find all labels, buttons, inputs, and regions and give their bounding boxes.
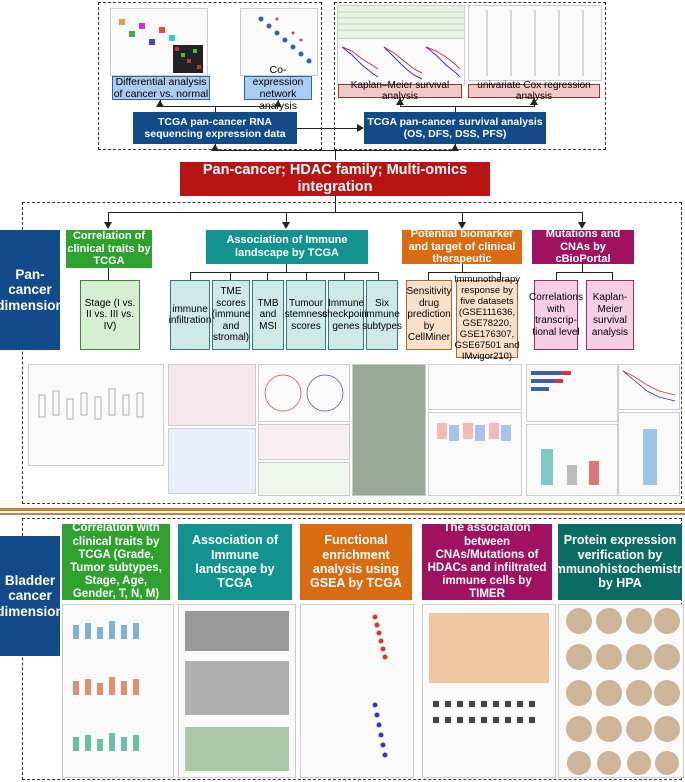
checkpoint-heatmap-thumbnail <box>352 364 426 496</box>
pancancer-side-label: Pan-cancer dimension <box>0 230 64 350</box>
cellminer-box: Sensitivity drug prediction by CellMiner <box>406 280 452 350</box>
connector <box>455 106 456 112</box>
bladder-gsea-dotplot-thumbnail <box>300 604 414 778</box>
rnaseq-data-box: TCGA pan-cancer RNA sequencing expressio… <box>133 112 297 144</box>
connector <box>108 212 582 213</box>
expression-scatter-thumbnail <box>618 412 680 496</box>
arrow <box>274 100 282 107</box>
connector <box>190 272 378 273</box>
tme-scores-box: TME scores (immune and stromal) <box>212 280 250 350</box>
connector <box>230 272 231 280</box>
connector <box>267 272 268 280</box>
arrow <box>578 222 586 229</box>
biomarker-header: Potential biomarker and target of clinic… <box>402 228 522 265</box>
connector <box>462 212 463 226</box>
km-mutation-box: Kaplan-Meier survival analysis <box>586 280 634 350</box>
tmb-msi-box: TMB and MSI <box>252 280 284 350</box>
bladder-hpa-header: Protein expression verification by immun… <box>551 524 685 600</box>
connector <box>190 272 191 280</box>
km-mutation-plot-thumbnail <box>618 364 680 410</box>
connector <box>556 272 612 273</box>
bladder-immune-scatter-thumbnail <box>178 604 296 778</box>
connector <box>612 272 613 280</box>
top-left-panel <box>98 2 322 150</box>
arrow <box>396 98 404 105</box>
bladder-side-label: Bladder cancer dimension <box>0 536 64 656</box>
cox-forest-thumbnail <box>468 5 602 81</box>
immune-infiltration-box: immune infiltration <box>169 280 211 350</box>
arrow <box>530 98 538 105</box>
checkpoint-box: Immune checkpoint genes <box>322 280 370 350</box>
connector <box>108 212 109 226</box>
bladder-clinical-header: Correlation with clinical traits by TCGA… <box>62 522 170 600</box>
arrow <box>211 144 219 151</box>
connector <box>428 272 500 273</box>
top-right-panel <box>334 2 606 150</box>
clinical-traits-header: Correlation of clinical traits by TCGA <box>66 230 152 268</box>
connector <box>306 272 307 280</box>
stage-box: Stage (I vs. II vs. III vs. IV) <box>80 280 140 350</box>
bladder-clinical-boxplots-thumbnail <box>62 604 174 778</box>
arrow <box>357 124 364 132</box>
coexp-network-box: Co-expression network analysis <box>244 64 312 112</box>
connector <box>428 272 429 280</box>
network-thumbnail <box>240 8 318 76</box>
bladder-timer-boxplots-thumbnail <box>422 604 556 778</box>
arrow <box>451 144 459 151</box>
bladder-ihc-images-thumbnail <box>558 604 684 778</box>
main-integration-box: Pan-cancer; HDAC family; Multi-omics int… <box>180 162 490 196</box>
bladder-timer-header: The association between CNAs/Mutations o… <box>422 522 552 600</box>
oncoprint-thumbnail <box>526 364 618 422</box>
connector <box>335 196 336 212</box>
connector <box>108 268 109 280</box>
cna-scatter-thumbnail <box>526 424 618 496</box>
transcription-correlation-box: Correlations with transcrip-tional level <box>529 280 583 350</box>
connector <box>297 128 357 129</box>
km-survival-box: Kaplan–Meier survival analysis <box>338 80 462 102</box>
pancancer-panel <box>22 202 682 504</box>
connector <box>215 106 216 112</box>
km-table-thumbnail <box>337 5 465 39</box>
section-separator <box>0 513 685 515</box>
immune-landscape-header: Association of Immune landscape by TCGA <box>206 230 368 264</box>
connector <box>335 150 336 160</box>
survival-analysis-box: TCGA pan-cancer survival analysis (OS, D… <box>364 112 546 144</box>
radar-chart-thumbnail <box>258 364 350 422</box>
immunotherapy-boxplot-thumbnail <box>428 412 522 496</box>
immunotherapy-box: Immunotherapy response by five datasets … <box>454 274 521 362</box>
correlation-heatmap-thumbnail <box>258 424 350 460</box>
bladder-gsea-header: Functional enrichment analysis using GSE… <box>300 524 412 600</box>
connector <box>160 106 279 107</box>
mutations-header: Mutations and CNAs by cBioPortal <box>532 228 634 265</box>
immune-subtypes-box: Six immune subtypes <box>362 280 402 350</box>
drug-scatter-thumbnail <box>428 364 522 410</box>
cox-regression-box: univariate Cox regression analysis <box>468 80 600 102</box>
arrow <box>458 222 466 229</box>
heatmap-thumbnail <box>110 8 208 76</box>
infiltration-heatmap-thumbnail <box>168 364 256 426</box>
infiltration-heatmap2-thumbnail <box>168 428 256 494</box>
subtype-boxplot-thumbnail <box>258 462 350 496</box>
connector <box>378 272 379 280</box>
section-separator <box>0 508 685 511</box>
arrow <box>156 100 164 107</box>
connector <box>400 106 535 107</box>
bladder-immune-header: Association of Immune landscape by TCGA <box>178 524 292 600</box>
arrow <box>104 222 112 229</box>
connector <box>286 264 287 272</box>
arrow <box>282 222 290 229</box>
km-curves-thumbnail <box>337 38 465 86</box>
stage-boxplot-thumbnail <box>28 364 164 466</box>
stemness-box: Tumour stemness scores <box>285 280 327 350</box>
connector <box>462 264 463 272</box>
connector <box>582 264 583 272</box>
connector <box>500 272 501 280</box>
connector <box>344 272 345 280</box>
connector <box>556 272 557 280</box>
diff-analysis-box: Differential analysis of cancer vs. norm… <box>112 75 210 100</box>
connector <box>286 212 287 226</box>
connector <box>582 212 583 226</box>
